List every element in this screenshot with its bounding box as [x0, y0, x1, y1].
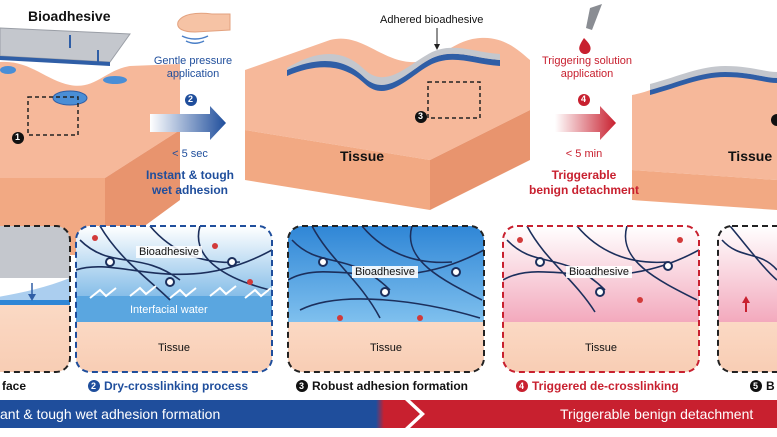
- caption-4-number: 4: [519, 381, 524, 391]
- instant-line1: Instant & tough: [146, 168, 234, 183]
- gentle-pressure-line2: application: [154, 68, 232, 81]
- bottom-bar-left-text: ant & tough wet adhesion formation: [0, 406, 220, 422]
- panel-3-tissue-label: Tissue: [370, 342, 402, 354]
- panel-5: [718, 226, 777, 372]
- caption-5: B: [766, 379, 775, 393]
- triggerable-line2: benign detachment: [529, 183, 639, 198]
- panel-2-water-label: Interfacial water: [130, 304, 208, 316]
- tissue-label-main: Tissue: [340, 148, 384, 164]
- arrow-step-4: [555, 106, 616, 140]
- instant-adhesion-label: Instant & tough wet adhesion: [146, 168, 234, 198]
- dropper-icon: [579, 4, 602, 54]
- step-2-number: 2: [188, 94, 193, 104]
- panel-2-tissue-label: Tissue: [158, 342, 190, 354]
- water-droplet: [103, 76, 127, 84]
- bioadhesive-sheet-1: [0, 28, 130, 66]
- triggering-solution-label: Triggering solution application: [542, 55, 632, 81]
- tissue-label-right: Tissue: [728, 148, 772, 164]
- tissue-block-3: [632, 66, 777, 210]
- triggerable-detachment-label: Triggerable benign detachment: [529, 168, 639, 198]
- caption-1: face: [2, 379, 26, 393]
- caption-4: Triggered de-crosslinking: [532, 379, 679, 393]
- caption-5-number: 5: [753, 381, 758, 391]
- panel-4-tissue-label: Tissue: [585, 342, 617, 354]
- triggerable-line1: Triggerable: [529, 168, 639, 183]
- bioadhesive-label: Bioadhesive: [28, 8, 110, 24]
- caption-2-number: 2: [91, 381, 96, 391]
- panel-1: [0, 226, 70, 372]
- step-3-number: 3: [418, 111, 423, 121]
- time-slow-label: < 5 min: [566, 148, 602, 160]
- bottom-bar-right-text: Triggerable benign detachment: [560, 406, 753, 422]
- step-4-number: 4: [581, 94, 586, 104]
- caption-3: Robust adhesion formation: [312, 379, 468, 393]
- panel-2-bioadhesive-label: Bioadhesive: [136, 246, 202, 258]
- caption-3-number: 3: [299, 381, 304, 391]
- triggering-line2: application: [542, 68, 632, 81]
- time-fast-label: < 5 sec: [172, 148, 208, 160]
- triggering-line1: Triggering solution: [542, 55, 632, 68]
- caption-2: Dry-crosslinking process: [104, 379, 248, 393]
- adhered-bioadhesive-label: Adhered bioadhesive: [380, 14, 483, 26]
- panel-3-bioadhesive-label: Bioadhesive: [352, 266, 418, 278]
- gentle-pressure-label: Gentle pressure application: [154, 55, 232, 81]
- water-droplet: [0, 66, 16, 74]
- panel-4-bioadhesive-label: Bioadhesive: [566, 266, 632, 278]
- instant-line2: wet adhesion: [146, 183, 234, 198]
- step-1-number: 1: [15, 132, 20, 142]
- finger-icon: [178, 13, 230, 43]
- water-droplet: [53, 91, 87, 105]
- gentle-pressure-line1: Gentle pressure: [154, 55, 232, 68]
